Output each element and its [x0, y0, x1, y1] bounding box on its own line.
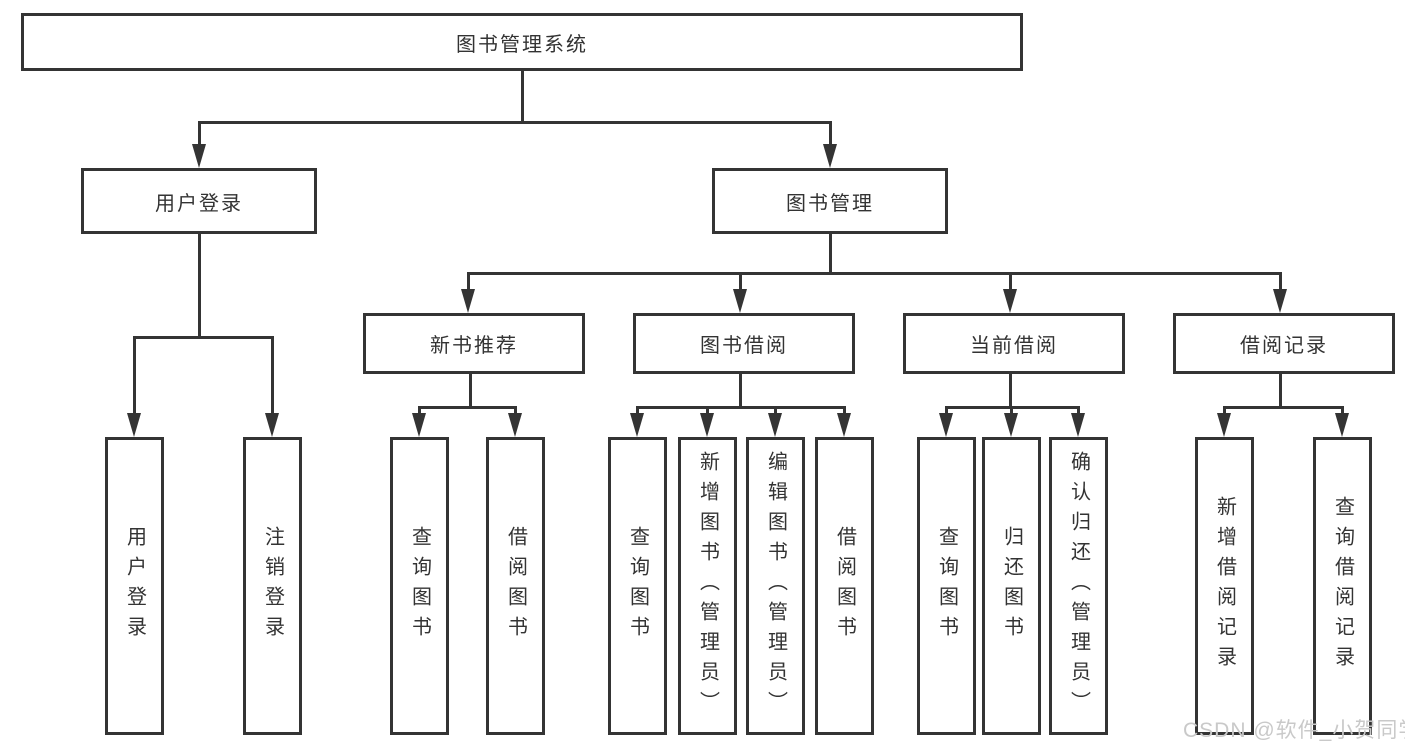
connector-nbr-stem-2 [514, 406, 517, 418]
node-new-book-recommend-label: 新书推荐 [430, 335, 518, 357]
connector-nbr-stem-1 [418, 406, 421, 418]
connector-cb-stub [1008, 374, 1012, 409]
leaf-query-books-current: 查询图书 [917, 437, 976, 735]
leaf-borrow-books-recommend: 借阅图书 [486, 437, 545, 735]
leaf-edit-book-admin-label: 编辑图书（管理员） [764, 451, 787, 721]
connector-root-split [197, 121, 832, 124]
arrow-down-icon [1272, 289, 1287, 313]
leaf-add-borrow-record: 新增借阅记录 [1195, 437, 1254, 735]
arrow-down-icon [822, 144, 837, 168]
connector-root-left-stem [197, 121, 201, 151]
arrow-down-icon [508, 413, 522, 437]
leaf-query-books-borrow: 查询图书 [608, 437, 667, 735]
leaf-return-books: 归还图书 [982, 437, 1041, 735]
connector-nbr-stub [468, 374, 472, 409]
node-current-borrow: 当前借阅 [903, 313, 1125, 374]
leaf-return-books-label: 归还图书 [1000, 526, 1023, 646]
node-book-management-label: 图书管理 [786, 192, 874, 215]
arrow-down-icon [1335, 413, 1349, 437]
leaf-edit-book-admin: 编辑图书（管理员） [746, 437, 805, 735]
connector-userlogin-left-stem [133, 336, 136, 416]
arrow-down-icon [630, 413, 644, 437]
node-current-borrow-label: 当前借阅 [970, 335, 1058, 357]
leaf-confirm-return-admin-label: 确认归还（管理员） [1067, 451, 1090, 721]
connector-bookmgmt-split [466, 272, 1282, 275]
leaf-add-borrow-record-label: 新增借阅记录 [1213, 496, 1236, 676]
connector-userlogin-split [133, 336, 274, 339]
leaf-query-books-current-label: 查询图书 [935, 526, 958, 646]
node-book-borrow-label: 图书借阅 [700, 335, 788, 357]
leaf-query-books-borrow-label: 查询图书 [626, 526, 649, 646]
arrow-down-icon [768, 413, 782, 437]
connector-bookmgmt-stem-1 [466, 272, 470, 292]
node-user-login: 用户登录 [81, 168, 317, 234]
connector-bb-stem-2 [706, 406, 709, 418]
leaf-confirm-return-admin: 确认归还（管理员） [1049, 437, 1108, 735]
connector-userlogin-stub [197, 234, 201, 339]
leaf-query-borrow-record-label: 查询借阅记录 [1331, 496, 1354, 676]
leaf-borrow-books-recommend-label: 借阅图书 [504, 526, 527, 646]
connector-root-stub [520, 70, 524, 123]
node-root: 图书管理系统 [21, 13, 1023, 71]
leaf-logout: 注销登录 [243, 437, 302, 735]
node-borrow-records-label: 借阅记录 [1240, 335, 1328, 357]
connector-cb-stem-2 [1010, 406, 1013, 418]
arrow-down-icon [127, 413, 141, 437]
connector-br-stem-2 [1341, 406, 1344, 418]
connector-bb-stem-4 [843, 406, 846, 418]
arrow-down-icon [837, 413, 851, 437]
node-book-management: 图书管理 [712, 168, 948, 234]
connector-userlogin-right-stem [271, 336, 274, 416]
node-user-login-label: 用户登录 [155, 192, 243, 215]
arrow-down-icon [191, 144, 206, 168]
leaf-add-book-admin-label: 新增图书（管理员） [696, 451, 719, 721]
arrow-down-icon [265, 413, 279, 437]
arrow-down-icon [1217, 413, 1231, 437]
leaf-user-login: 用户登录 [105, 437, 164, 735]
leaf-borrow-books: 借阅图书 [815, 437, 874, 735]
arrow-down-icon [732, 289, 747, 313]
connector-br-stem-1 [1223, 406, 1226, 418]
connector-cb-stem-3 [1077, 406, 1080, 418]
connector-bb-stem-1 [636, 406, 639, 418]
leaf-borrow-books-label: 借阅图书 [833, 526, 856, 646]
arrow-down-icon [1071, 413, 1085, 437]
connector-cb-stem-1 [945, 406, 948, 418]
connector-root-right-stem [828, 121, 832, 151]
connector-bb-stem-3 [774, 406, 777, 418]
connector-bb-split [636, 406, 846, 409]
arrow-down-icon [460, 289, 475, 313]
connector-bookmgmt-stub [828, 234, 832, 275]
node-book-borrow: 图书借阅 [633, 313, 855, 374]
leaf-query-books-recommend: 查询图书 [390, 437, 449, 735]
connector-nbr-split [418, 406, 517, 409]
node-borrow-records: 借阅记录 [1173, 313, 1395, 374]
csdn-watermark: CSDN @软件_小贺同学 [1183, 719, 1405, 742]
arrow-down-icon [939, 413, 953, 437]
leaf-add-book-admin: 新增图书（管理员） [678, 437, 737, 735]
connector-bb-stub [738, 374, 742, 409]
leaf-query-borrow-record: 查询借阅记录 [1313, 437, 1372, 735]
arrow-down-icon [1002, 289, 1017, 313]
connector-bookmgmt-stem-2 [738, 272, 742, 292]
node-new-book-recommend: 新书推荐 [363, 313, 585, 374]
connector-bookmgmt-stem-4 [1278, 272, 1282, 292]
leaf-user-login-label: 用户登录 [123, 526, 146, 646]
connector-br-split [1223, 406, 1344, 409]
arrow-down-icon [412, 413, 426, 437]
leaf-logout-label: 注销登录 [261, 526, 284, 646]
arrow-down-icon [700, 413, 714, 437]
node-root-label: 图书管理系统 [456, 33, 588, 56]
leaf-query-books-recommend-label: 查询图书 [408, 526, 431, 646]
arrow-down-icon [1004, 413, 1018, 437]
connector-bookmgmt-stem-3 [1008, 272, 1012, 292]
connector-br-stub [1278, 374, 1282, 409]
